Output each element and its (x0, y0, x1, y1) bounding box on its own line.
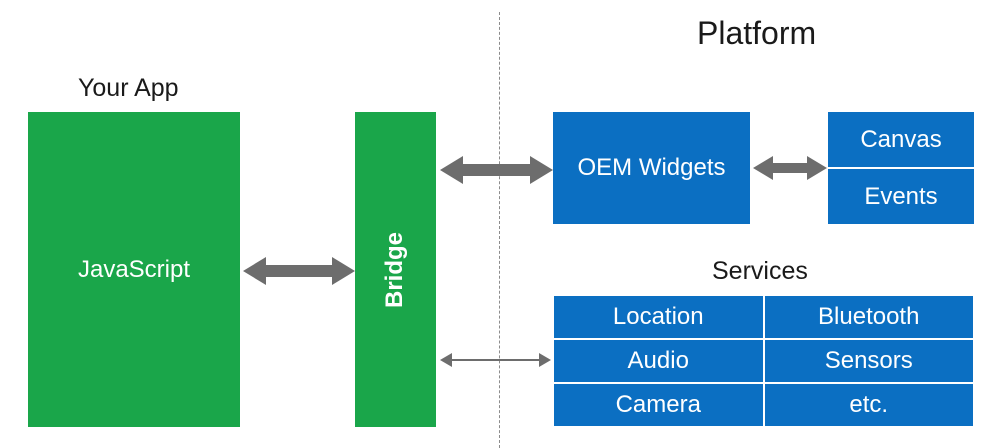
services-grid: Location Bluetooth Audio Sensors Camera … (553, 295, 974, 427)
arrow-javascript-bridge (243, 257, 355, 285)
service-cell-sensors: Sensors (764, 340, 973, 382)
service-label-location: Location (612, 303, 704, 330)
service-cell-bluetooth: Bluetooth (764, 296, 973, 338)
service-label-audio: Audio (627, 347, 689, 374)
bridge-block: Bridge (355, 112, 436, 427)
service-cell-camera: Camera (554, 384, 763, 426)
events-cell: Events (828, 169, 974, 224)
service-label-sensors: Sensors (824, 347, 913, 374)
canvas-label: Canvas (860, 125, 942, 153)
service-cell-audio: Audio (554, 340, 763, 382)
arrow-oem-canvas-events (753, 156, 827, 180)
service-label-bluetooth: Bluetooth (818, 303, 920, 330)
oem-widgets-label: OEM Widgets (577, 154, 726, 181)
service-label-etc: etc. (849, 391, 889, 418)
javascript-block: JavaScript (28, 112, 240, 427)
platform-divider (499, 12, 500, 448)
service-cell-location: Location (554, 296, 763, 338)
arrow-bridge-services (440, 353, 551, 367)
service-label-camera: Camera (615, 391, 701, 418)
arrow-bridge-oem (440, 156, 553, 184)
services-title: Services (712, 257, 808, 285)
your-app-title: Your App (78, 74, 179, 102)
javascript-label: JavaScript (77, 255, 191, 283)
canvas-events-stack: Canvas Events (828, 112, 974, 224)
platform-title: Platform (697, 15, 817, 51)
oem-widgets-block: OEM Widgets (553, 112, 750, 224)
bridge-label: Bridge (381, 231, 409, 308)
events-label: Events (864, 182, 938, 210)
service-cell-etc: etc. (764, 384, 973, 426)
canvas-cell: Canvas (828, 112, 974, 167)
